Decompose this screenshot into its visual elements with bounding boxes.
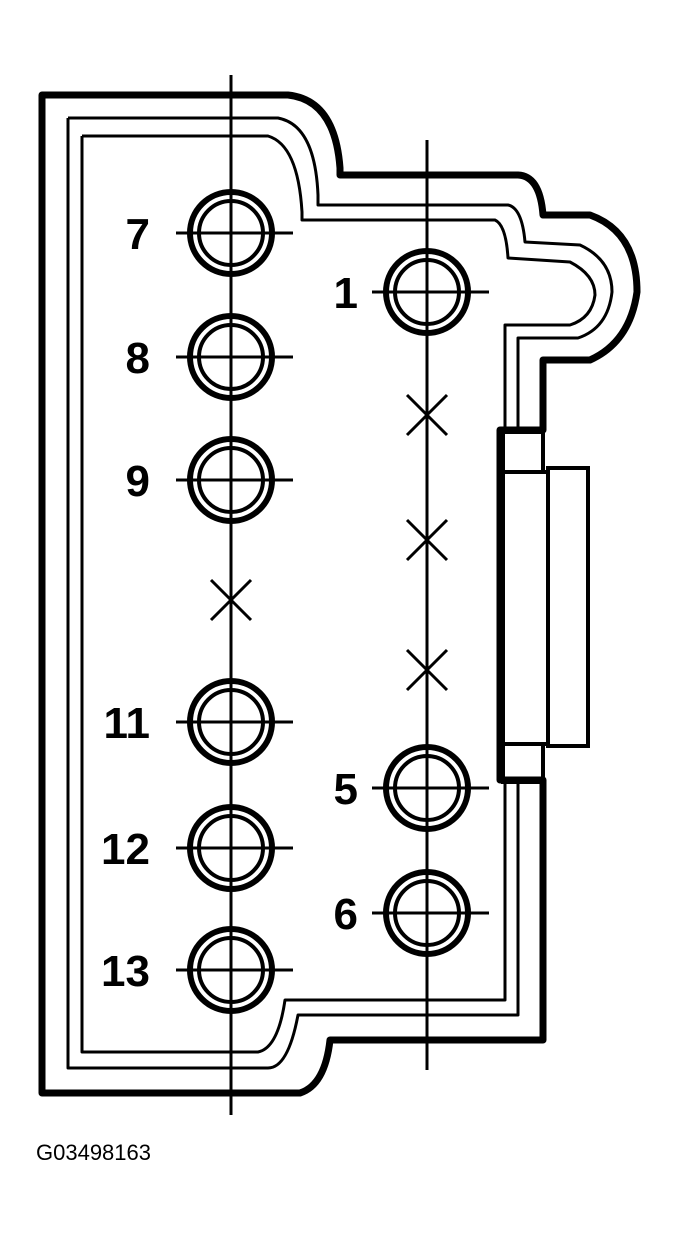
empty-cavity-x-mark bbox=[405, 648, 449, 692]
latch-tab bbox=[546, 466, 590, 748]
pin-label: 7 bbox=[126, 210, 150, 259]
pin-cavity-7: 7 bbox=[126, 189, 293, 277]
pin-label: 1 bbox=[334, 269, 358, 318]
pin-label: 12 bbox=[101, 825, 150, 874]
pin-label: 6 bbox=[334, 890, 358, 939]
pin-label: 5 bbox=[334, 765, 358, 814]
pin-cavity-1: 1 bbox=[334, 248, 489, 336]
latch-top-block bbox=[501, 430, 545, 474]
empty-cavity-x-mark bbox=[405, 518, 449, 562]
pin-label: 11 bbox=[103, 699, 150, 748]
pin-cavity-13: 13 bbox=[101, 926, 293, 1014]
pin-cavity-5: 5 bbox=[334, 744, 489, 832]
housing-inner-outline bbox=[68, 116, 614, 428]
pin-label: 13 bbox=[101, 947, 150, 996]
pin-cavity-6: 6 bbox=[334, 869, 489, 957]
latch-bottom-block bbox=[501, 742, 545, 784]
pin-label: 8 bbox=[126, 334, 150, 383]
right-pin-column: 1 5 6 bbox=[334, 248, 489, 957]
empty-cavity-x-mark bbox=[405, 393, 449, 437]
pin-cavity-8: 8 bbox=[126, 313, 293, 401]
pin-cavity-9: 9 bbox=[126, 436, 293, 524]
pin-cavity-11: 11 bbox=[103, 678, 293, 766]
latch-body bbox=[501, 470, 550, 746]
figure-id: G03498163 bbox=[36, 1140, 151, 1165]
empty-cavity bbox=[405, 518, 449, 562]
left-pin-column: 7 8 9 11 12 13 bbox=[101, 189, 293, 1014]
housing-innermost-outline bbox=[82, 134, 597, 428]
empty-cavity bbox=[405, 393, 449, 437]
housing-innermost-outline-lower bbox=[80, 136, 507, 1054]
connector-housing bbox=[38, 91, 641, 1097]
empty-cavity bbox=[405, 648, 449, 692]
pin-cavity-12: 12 bbox=[101, 804, 293, 892]
housing-inner-outline-lower bbox=[66, 118, 520, 1070]
empty-cavity-x-mark bbox=[209, 578, 253, 622]
pin-label: 9 bbox=[126, 457, 150, 506]
housing-outer-outline bbox=[38, 91, 641, 1097]
empty-cavity bbox=[209, 578, 253, 622]
